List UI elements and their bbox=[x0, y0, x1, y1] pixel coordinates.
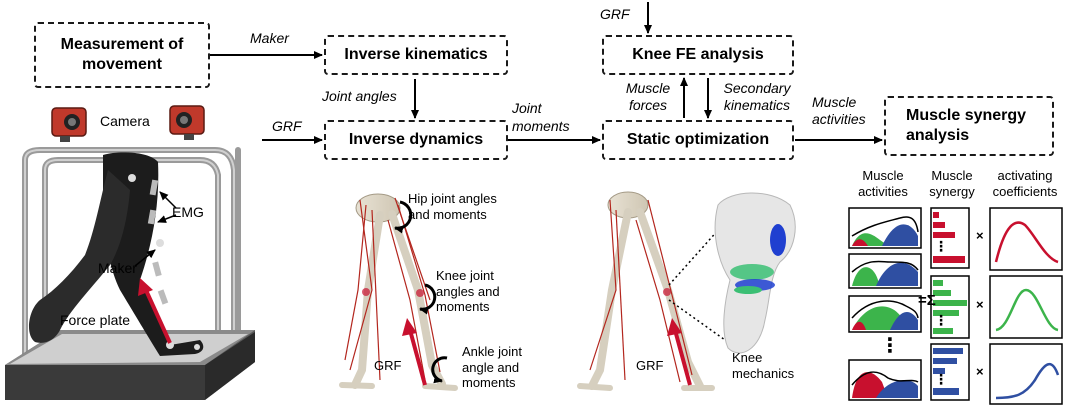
label-grf-top: GRF bbox=[600, 6, 630, 22]
inverse-kinematics-box: Inverse kinematics bbox=[324, 35, 508, 75]
ellipsis-synergy-2: ⋮ bbox=[934, 312, 948, 328]
label-maker: Maker bbox=[250, 30, 289, 46]
static-optimization-box: Static optimization bbox=[602, 120, 794, 160]
skeleton-left bbox=[339, 193, 458, 391]
ellipsis-synergy-1: ⋮ bbox=[934, 238, 948, 254]
header-muscle-activities: Muscle activities bbox=[858, 168, 908, 199]
activity-box-3 bbox=[848, 295, 922, 333]
label-ankle: Ankle joint angle and moments bbox=[462, 344, 522, 391]
measurement-box: Measurement of movement bbox=[34, 22, 210, 88]
label-emg: EMG bbox=[172, 204, 204, 220]
knee-fe-model bbox=[714, 192, 796, 354]
coefficient-box-1 bbox=[989, 207, 1063, 271]
label-hip: Hip joint angles and moments bbox=[408, 191, 497, 222]
label-knee: Knee joint angles and moments bbox=[436, 268, 500, 315]
synergy-box-2 bbox=[930, 275, 970, 339]
label-camera: Camera bbox=[100, 113, 150, 129]
label-grf-left: GRF bbox=[272, 118, 302, 134]
treadmill-scene bbox=[5, 105, 255, 400]
times-symbol-2: × bbox=[976, 297, 984, 312]
ellipsis-synergy-3: ⋮ bbox=[934, 371, 948, 387]
label-knee-mechanics: Knee mechanics bbox=[732, 350, 795, 381]
label-force-plate: Force plate bbox=[60, 312, 131, 328]
label-joint-angles: Joint angles bbox=[322, 88, 397, 104]
muscle-synergy-box: Muscle synergy analysis bbox=[884, 96, 1054, 156]
label-joint-moments: Joint moments bbox=[512, 100, 570, 134]
synergy-panel bbox=[848, 207, 1063, 405]
header-muscle-synergy: Muscle synergy bbox=[929, 168, 975, 199]
synergy-box-3 bbox=[930, 343, 970, 401]
activity-box-2 bbox=[848, 253, 922, 289]
coefficient-box-2 bbox=[989, 275, 1063, 339]
label-muscle-forces: Muscle forces bbox=[625, 80, 671, 113]
flow-arrows bbox=[210, 2, 883, 144]
activity-box-1 bbox=[848, 207, 922, 249]
label-treadmill-maker: Maker bbox=[98, 260, 137, 276]
ellipsis-activities: ⋮ bbox=[880, 335, 900, 357]
skeleton-right bbox=[577, 191, 796, 391]
label-secondary-kinematics: Secondary kinematics bbox=[723, 80, 791, 113]
times-symbol-3: × bbox=[976, 364, 984, 379]
times-symbol-1: × bbox=[976, 228, 984, 243]
synergy-box-1 bbox=[930, 207, 970, 269]
header-activating-coefficients: activating coefficients bbox=[992, 168, 1058, 199]
coefficient-box-3 bbox=[989, 343, 1063, 405]
inverse-dynamics-box: Inverse dynamics bbox=[324, 120, 508, 160]
camera-icon-left bbox=[51, 107, 87, 142]
label-grf-skeleton-right: GRF bbox=[636, 358, 664, 373]
activity-box-4 bbox=[848, 359, 922, 401]
knee-fe-box: Knee FE analysis bbox=[602, 35, 794, 75]
equals-sum-symbol: =Σ bbox=[918, 292, 936, 309]
camera-icon-right bbox=[169, 105, 205, 140]
label-grf-skeleton-left: GRF bbox=[374, 358, 402, 373]
label-muscle-activities: Muscle activities bbox=[812, 94, 866, 127]
